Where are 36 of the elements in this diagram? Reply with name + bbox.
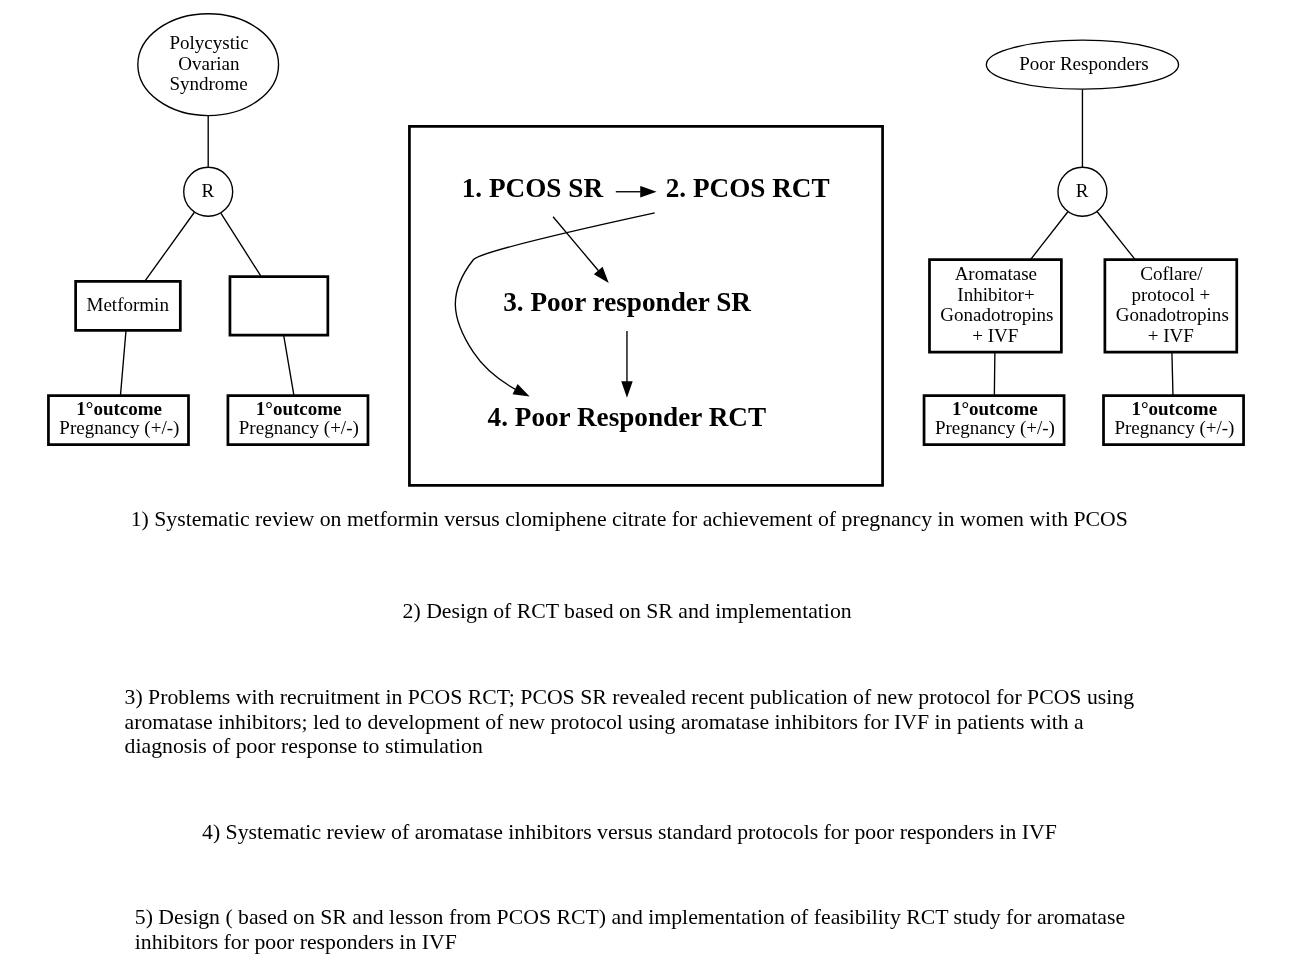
node-box xyxy=(228,275,329,337)
arrow xyxy=(551,216,609,283)
node-box: 1°outcome Pregnancy (+/-) xyxy=(922,394,1065,446)
arrow xyxy=(620,330,633,398)
connector xyxy=(993,352,996,397)
node-text: 2. PCOS RCT xyxy=(665,173,830,204)
label: 5) Design ( based on SR and lesson from PCOS RCT) and implementation of feasibility RCT study for aromatase inhibitors for poor responders in IVF xyxy=(134,905,1125,954)
connector xyxy=(219,212,262,278)
node-box: 1°outcome Pregnancy (+/-) xyxy=(1101,394,1245,446)
node-text: 3. Poor responder SR xyxy=(502,287,751,318)
arrow xyxy=(454,212,655,397)
node-circle: R xyxy=(182,166,233,217)
connector xyxy=(1170,352,1174,397)
label: 1) Systematic review on metformin versus clomiphene citrate for achievement of pregnancy in women with PCOS xyxy=(130,506,1128,531)
node-ellipse: Poor Responders xyxy=(985,39,1179,90)
node-circle: R xyxy=(1056,166,1108,217)
cluster xyxy=(407,125,884,487)
connector xyxy=(282,334,295,397)
node-box: Aromatase Inhibitor+ Gonadotropins + IVF xyxy=(927,258,1063,354)
node-text: 1. PCOS SR xyxy=(461,173,603,204)
connector xyxy=(207,115,209,168)
node-box: 1°outcome Pregnancy (+/-) xyxy=(226,394,369,446)
connector xyxy=(1029,211,1068,261)
arrow xyxy=(614,186,657,198)
connector xyxy=(1095,210,1136,261)
connector xyxy=(1081,88,1083,168)
node-box: Coflare/ protocol + Gonadotropins + IVF xyxy=(1103,258,1238,354)
node-ellipse: Polycystic Ovarian Syndrome xyxy=(136,13,279,117)
connector xyxy=(143,211,195,282)
label: 4) Systematic review of aromatase inhibitors versus standard protocols for poor responders in IVF xyxy=(201,819,1057,844)
label: 2) Design of RCT based on SR and implementation xyxy=(402,599,852,624)
connector xyxy=(119,330,127,397)
node-box: 1°outcome Pregnancy (+/-) xyxy=(46,394,190,446)
node-text: 4. Poor Responder RCT xyxy=(487,401,766,432)
node-box: Metformin xyxy=(73,280,182,332)
label: 3) Problems with recruitment in PCOS RCT; PCOS SR revealed recent publication of new protocol for PCOS using aromatase inhibitors; led to development of new protocol using aromatase inhibitors for IVF in patients with a diagnosis of poor response to stimulation xyxy=(124,685,1134,758)
